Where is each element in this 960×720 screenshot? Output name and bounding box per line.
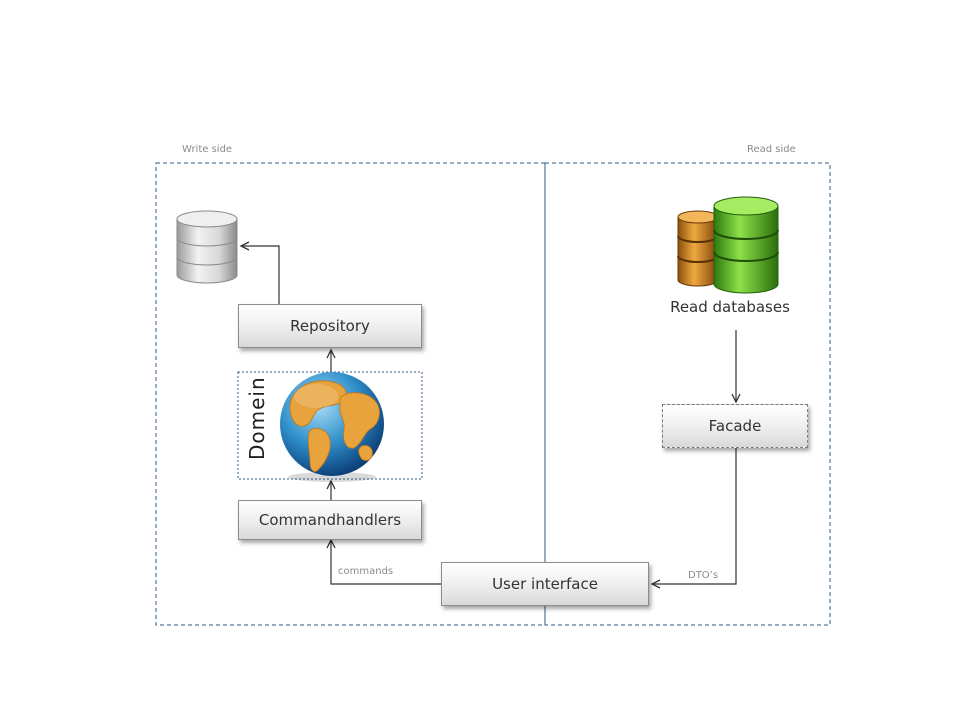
edge-ui-to-commandhandlers — [326, 538, 441, 585]
edge-repository-to-database — [239, 241, 280, 304]
database-icon — [176, 210, 238, 284]
facade-box[interactable]: Facade — [662, 404, 808, 448]
user-interface-box[interactable]: User interface — [441, 562, 649, 606]
read-side-label: Read side — [747, 144, 796, 155]
read-databases-label: Read databases — [670, 298, 790, 316]
read-side-region — [544, 162, 831, 626]
dtos-label: DTO’s — [688, 570, 719, 581]
edge-facade-to-ui — [650, 448, 737, 589]
domain-label: Domein — [245, 376, 269, 460]
commands-label: commands — [338, 566, 394, 577]
globe-icon — [280, 372, 384, 482]
write-side-label: Write side — [182, 144, 233, 155]
domain-region — [237, 371, 423, 480]
database-stack-icon — [677, 196, 779, 294]
commandhandlers-box[interactable]: Commandhandlers — [238, 500, 422, 540]
repository-box[interactable]: Repository — [238, 304, 422, 348]
